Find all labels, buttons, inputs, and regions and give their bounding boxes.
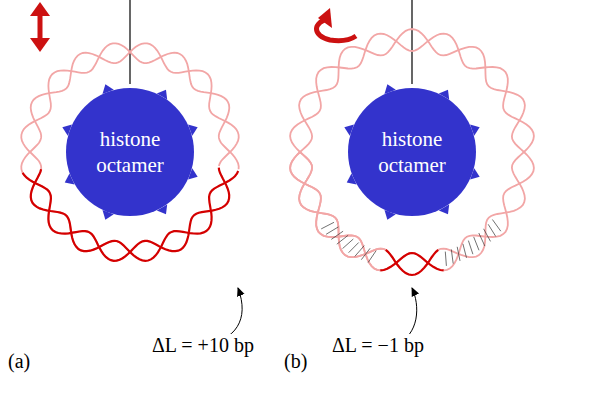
panel-label: (b)	[282, 350, 309, 373]
circle-outline	[344, 84, 480, 220]
axis-line	[411, 0, 412, 84]
node-label: histone octamer	[75, 126, 185, 179]
circle-outline	[62, 84, 198, 220]
dna-strands	[21, 29, 534, 275]
histone-circle: histone octamer	[344, 84, 480, 220]
axis-line	[129, 0, 130, 84]
twist-arrow	[317, 8, 357, 41]
stretch-arrow	[30, 2, 50, 52]
node-label: histone octamer	[357, 126, 467, 179]
panel-label: (a)	[6, 350, 32, 373]
linking-label: ΔL = −1 bp	[330, 334, 426, 357]
linking-label: ΔL = +10 bp	[150, 334, 256, 357]
histone-circle: histone octamer	[62, 84, 198, 220]
